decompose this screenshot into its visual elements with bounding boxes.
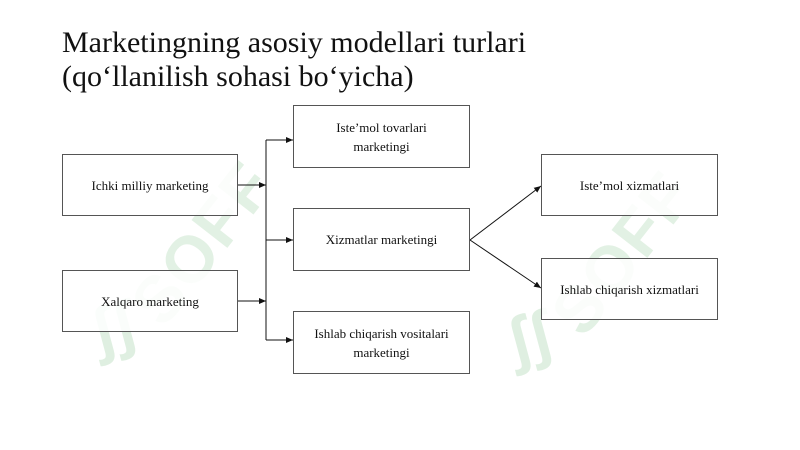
title-line-1: Marketingning asosiy modellari turlari xyxy=(62,26,527,59)
arrow-to-istemol-xizmatlari xyxy=(469,185,542,241)
box-xalqaro-marketing: Xalqaro marketing xyxy=(62,270,238,332)
page-title: Marketingning asosiy modellari turlari (… xyxy=(62,26,526,94)
box-label-line-1: Ishlab chiqarish vositalari xyxy=(314,325,449,341)
box-label-line-2: marketingi xyxy=(353,344,410,360)
box-label: Xizmatlar marketingi xyxy=(325,232,438,247)
box-ishlab-chiqarish-vositalari-marketingi: Ishlab chiqarish vositalari marketingi xyxy=(293,311,470,374)
box-ishlab-chiqarish-xizmatlari: Ishlab chiqarish xizmatlari xyxy=(541,258,718,320)
box-label: Ichki milliy marketing xyxy=(91,177,209,193)
box-ichki-milliy-marketing: Ichki milliy marketing xyxy=(62,154,238,216)
title-line-2: (qo‘llanilish sohasi bo‘yicha) xyxy=(62,60,414,93)
box-istemol-tovarlari-marketingi: Iste’mol tovarlari marketingi xyxy=(293,105,470,168)
box-label: Ishlab chiqarish xizmatlari xyxy=(560,281,699,297)
box-istemol-xizmatlari: Iste’mol xizmatlari xyxy=(541,154,718,216)
box-label: Iste’mol xizmatlari xyxy=(579,177,680,193)
box-label-line-2: marketingi xyxy=(353,138,410,154)
arrow-to-ishlab-xizmatlari xyxy=(469,239,542,289)
box-label-line-1: Iste’mol tovarlari xyxy=(336,119,427,135)
box-label: Xalqaro marketing xyxy=(101,293,199,309)
box-xizmatlar-marketingi: Xizmatlar marketingi xyxy=(293,208,470,271)
